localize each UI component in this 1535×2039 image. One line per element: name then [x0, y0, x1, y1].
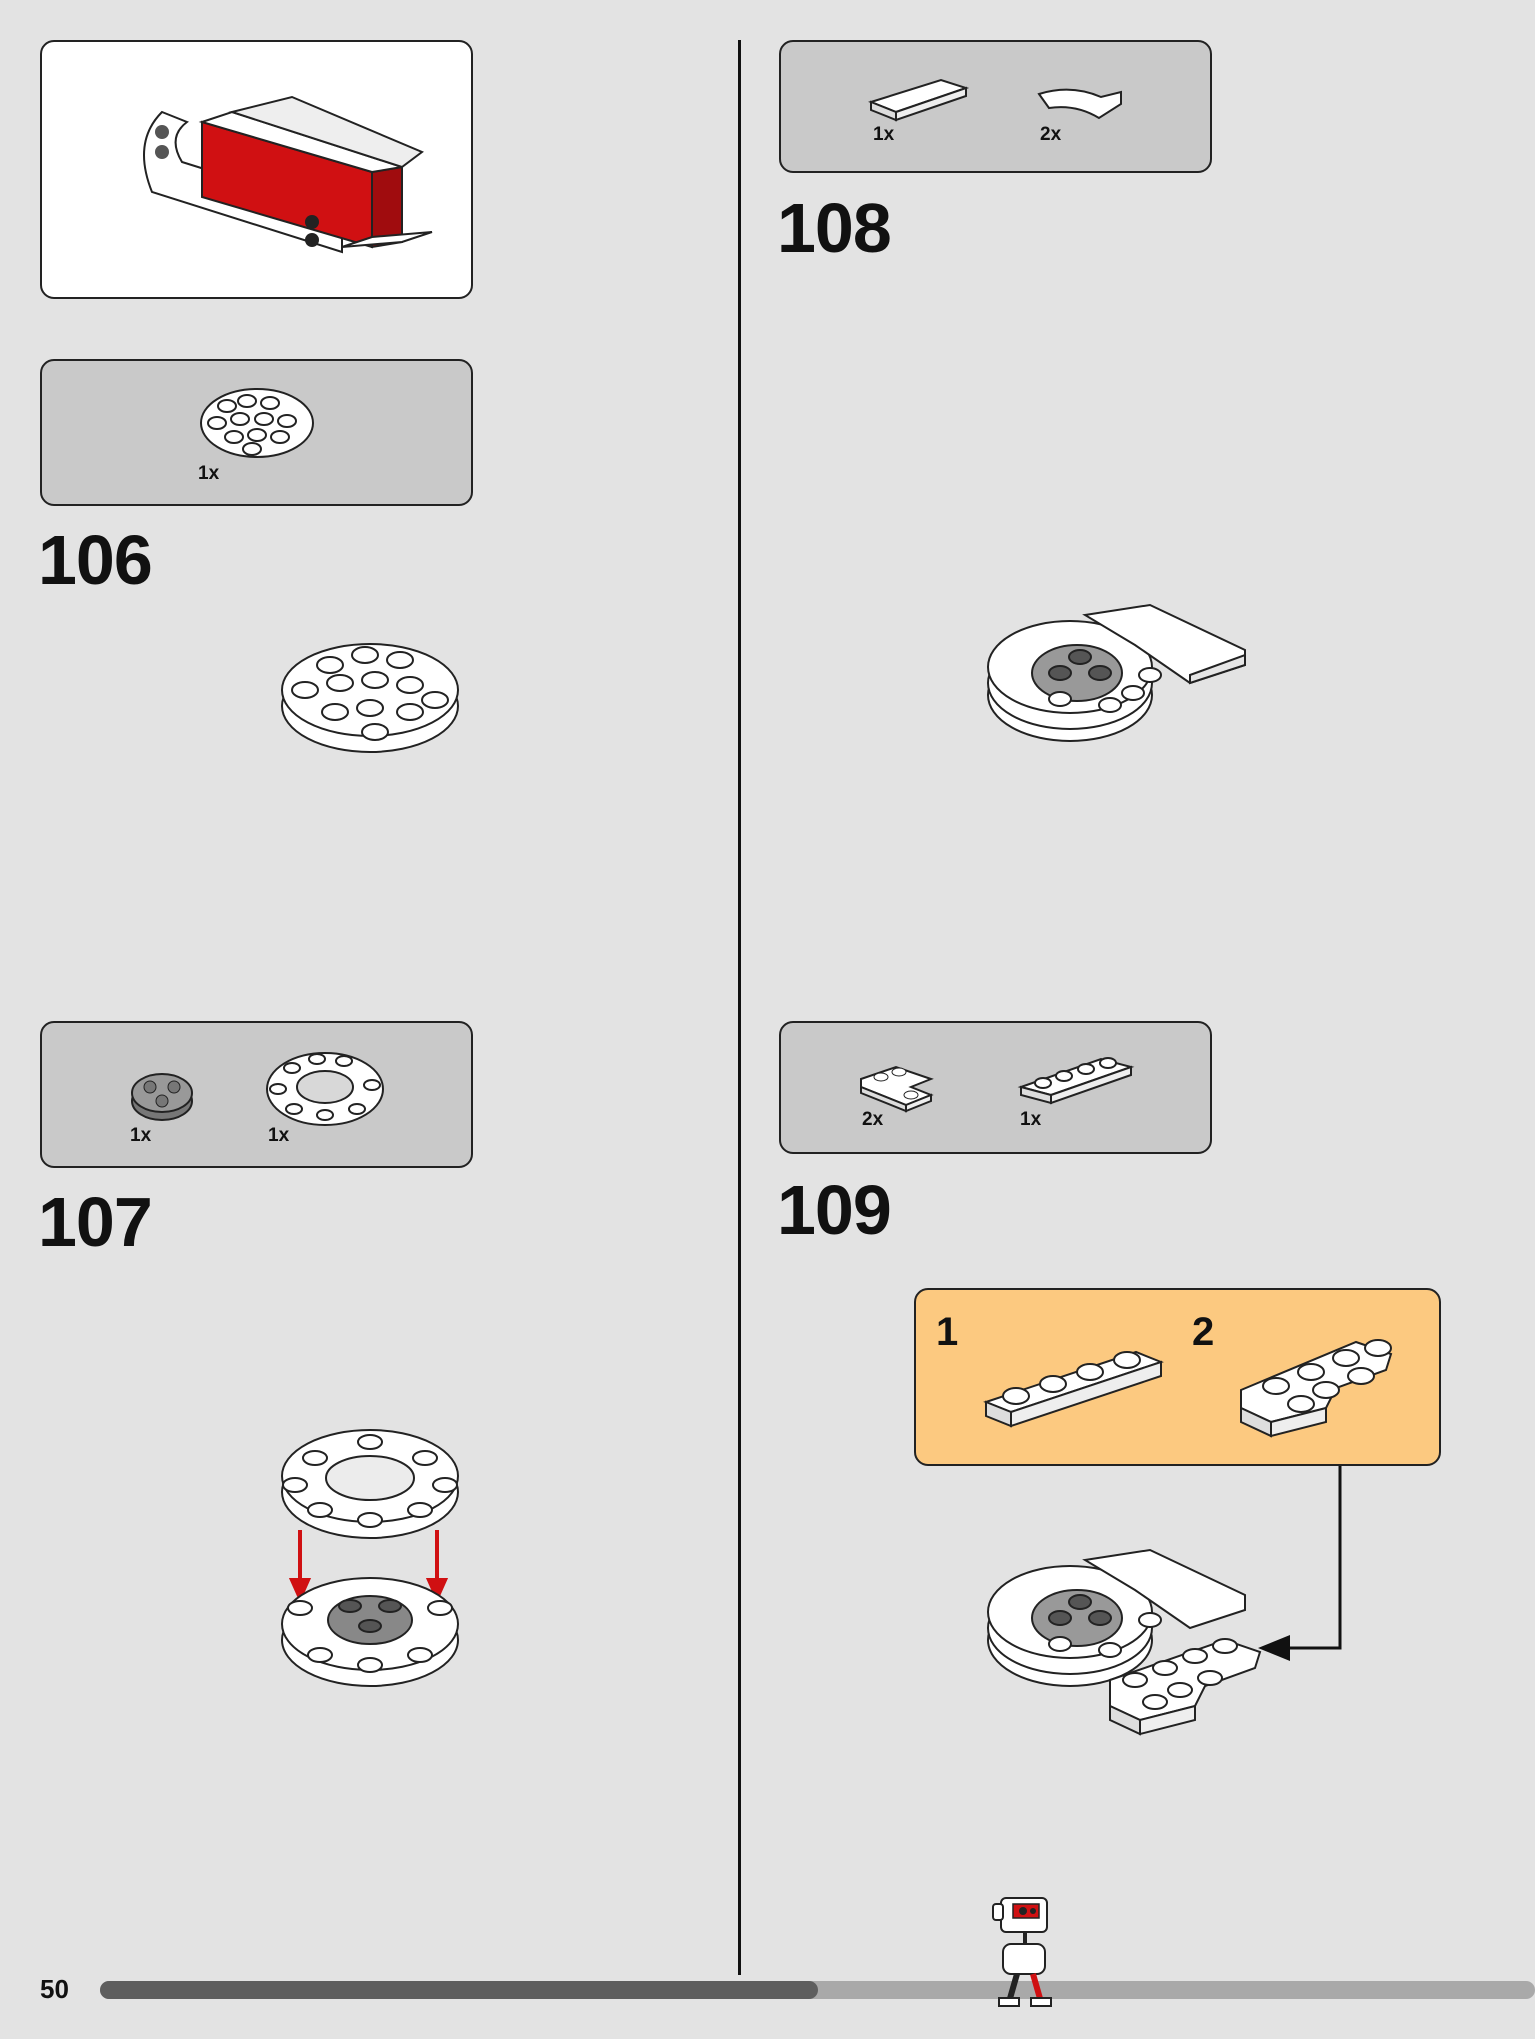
- progress-bar: [100, 1981, 1535, 1999]
- step-number-107: 107: [38, 1183, 153, 1261]
- substep-number: 1: [936, 1310, 959, 1354]
- substep-callout: 1 2: [914, 1288, 1441, 1466]
- part-qty: 1x: [198, 463, 220, 484]
- plate-1x4-white-icon: [1017, 1057, 1135, 1105]
- part-qty: 2x: [862, 1109, 884, 1130]
- ring-plate-top-icon: [281, 1429, 459, 1539]
- round-plate-4x4-white-icon: [200, 388, 314, 458]
- step-number-106: 106: [38, 521, 153, 599]
- plate-1x4-white-icon: [983, 1350, 1164, 1428]
- substep-number: 2: [1192, 1310, 1215, 1354]
- part-qty: 1x: [130, 1125, 152, 1146]
- part-qty: 1x: [873, 124, 895, 145]
- curved-tile-white-icon: [1037, 88, 1122, 120]
- step-109-assembly-icon: [987, 1548, 1262, 1736]
- parts-box-step-106: 1x: [40, 359, 473, 506]
- step-107-assembly-icon: [281, 1429, 459, 1687]
- part-qty: 1x: [268, 1125, 290, 1146]
- plate-corner-white-icon: [860, 1065, 934, 1113]
- round-plate-bottom-icon: [281, 1577, 459, 1687]
- parts-box-step-108: 1x 2x: [779, 40, 1212, 173]
- tiles-step-108-icon: [868, 78, 1122, 122]
- step-108-assembly-icon: [987, 603, 1246, 742]
- round-plates-step-107-icon: [131, 1052, 384, 1126]
- round-plate-4x4-with-hole-white-icon: [266, 1052, 384, 1126]
- part-qty: 1x: [1020, 1109, 1042, 1130]
- red-arrow-icon: [288, 1530, 449, 1603]
- round-plate-2x2-dark-grey-icon: [131, 1073, 193, 1121]
- parts-box-step-107: 1x 1x: [40, 1021, 473, 1168]
- parts-box-step-109: 2x 1x: [779, 1021, 1212, 1154]
- plates-step-109-icon: [860, 1057, 1135, 1113]
- submodel-preview-box: [40, 40, 473, 299]
- droid-mascot-icon: [992, 1897, 1052, 2007]
- tile-1x4-white-icon: [868, 78, 970, 122]
- submodel-red-white-icon: [143, 95, 433, 254]
- progress-bar-fill: [100, 1981, 818, 1999]
- page-number: 50: [40, 1974, 69, 2004]
- step-number-108: 108: [777, 189, 892, 267]
- part-qty: 2x: [1040, 124, 1062, 145]
- column-divider: [738, 40, 741, 1975]
- step-106-round-plate-icon: [281, 643, 459, 753]
- plate-assembly-white-icon: [1240, 1339, 1393, 1438]
- substep-plates-icon: [983, 1339, 1393, 1438]
- step-number-109: 109: [777, 1171, 892, 1249]
